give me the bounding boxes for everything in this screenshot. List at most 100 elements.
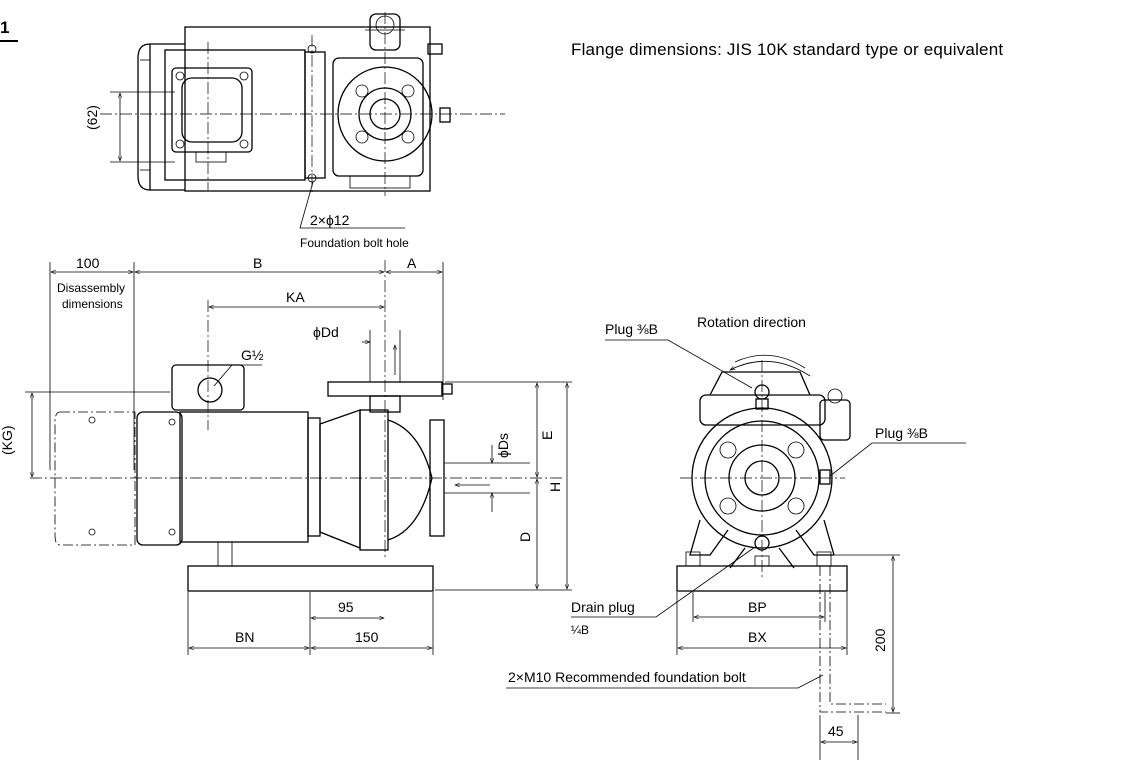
top-terminal-cover — [181, 77, 243, 143]
figure-number: 1 — [0, 18, 10, 37]
top-terminal-box — [171, 67, 253, 153]
front-foot-nut — [816, 551, 832, 567]
front-view: Plug ⅜B Rotation direction Plug ⅜B Drain… — [506, 314, 966, 760]
top-tb-screw — [175, 139, 185, 149]
drain-leader — [571, 546, 756, 618]
side-screw — [168, 528, 176, 536]
top-fan-cover — [137, 43, 185, 191]
plug-top: Plug ⅜B — [605, 321, 658, 337]
top-plug — [427, 43, 443, 55]
disassembly-label-1: Disassembly — [57, 281, 125, 295]
top-base-plate — [184, 26, 431, 192]
plug-right-leader — [829, 442, 966, 477]
conduit-size: G½ — [241, 347, 264, 363]
front-side-box — [819, 399, 851, 441]
front-foot-nut — [685, 551, 701, 567]
front-foot-nut — [754, 555, 770, 567]
top-pump-casing — [332, 57, 424, 177]
top-pump-foot — [349, 175, 411, 189]
top-flange-bolt — [355, 130, 369, 144]
side-discharge-neck — [369, 395, 401, 413]
dim-BN: BN — [235, 629, 254, 645]
front-leg — [689, 519, 729, 556]
dim-Ds: ϕDs — [495, 433, 511, 458]
front-plug-right — [819, 469, 831, 485]
top-discharge-cap — [375, 15, 395, 35]
dim-D: D — [517, 532, 533, 542]
top-flange-bore — [369, 98, 401, 130]
dim-KG: (KG) — [0, 425, 15, 455]
top-motor-body — [164, 49, 306, 181]
top-plug — [439, 107, 451, 123]
front-motor-top — [699, 394, 826, 426]
top-discharge-nozzle — [369, 13, 401, 51]
plug-top-leader — [605, 339, 753, 389]
top-view: (62) 2×ϕ12 Foundation bolt hole — [84, 12, 505, 250]
front-flange-boss — [728, 444, 796, 512]
dim-A: A — [407, 255, 417, 271]
top-tb-screw — [175, 71, 185, 81]
top-bolt-hole — [307, 44, 317, 54]
top-tb-screw — [239, 71, 249, 81]
front-flange-bolt — [787, 497, 805, 515]
side-screw — [168, 418, 176, 426]
side-terminal-box — [171, 364, 245, 411]
side-plug-top — [441, 383, 453, 395]
front-leg — [795, 519, 835, 556]
dim-Dd: ϕDd — [313, 324, 339, 340]
rotation-label: Rotation direction — [697, 314, 806, 330]
dim-62: (62) — [84, 105, 100, 130]
side-pump-bracket — [319, 409, 361, 549]
top-tb-screw — [239, 139, 249, 149]
front-flange-bolt — [787, 441, 805, 459]
side-suction-flange — [429, 419, 445, 537]
top-flange-bolt — [355, 84, 369, 98]
dim-45: 45 — [828, 723, 844, 739]
front-strut — [729, 547, 795, 569]
front-flange-bolt — [719, 441, 737, 459]
front-drain-plug — [754, 535, 770, 551]
dim-150: 150 — [355, 629, 379, 645]
dim-B: B — [253, 255, 262, 271]
dim-200: 200 — [872, 628, 888, 652]
phantom-screw — [88, 528, 96, 536]
conduit-leader — [213, 364, 262, 387]
bolt-hole-leader — [299, 181, 405, 229]
front-flange-bolt — [719, 497, 737, 515]
front-terminal-box — [709, 371, 811, 396]
side-motor-foot — [217, 541, 233, 567]
disassembly-label-2: dimensions — [62, 297, 123, 311]
front-flange — [704, 420, 820, 536]
disassembly-phantom — [54, 411, 136, 546]
rotation-arrow-outline — [734, 354, 806, 369]
side-volute — [387, 419, 433, 541]
bolt-rec-leader — [506, 674, 824, 689]
side-motor-flange — [307, 417, 321, 537]
top-motor-flange — [304, 51, 326, 179]
bolt-hole-label: Foundation bolt hole — [300, 236, 409, 250]
top-flange-bolt — [401, 130, 415, 144]
front-plug-top-neck — [755, 398, 769, 410]
drain-size: ¼B — [571, 623, 589, 637]
plug-right: Plug ⅜B — [875, 425, 928, 441]
side-fan-cover — [136, 411, 183, 546]
top-bolt-hole — [307, 173, 317, 183]
figure-number-underline — [0, 40, 18, 42]
flange-note: Flange dimensions: JIS 10K standard type… — [571, 40, 1004, 59]
rotation-arrow — [729, 360, 811, 377]
top-flange-bore-outer — [358, 87, 412, 141]
dim-95: 95 — [338, 599, 354, 615]
bolt-rec: 2×M10 Recommended foundation bolt — [508, 669, 746, 685]
front-flange-bore — [744, 460, 780, 496]
front-casing — [691, 407, 833, 549]
dim-KA: KA — [286, 289, 305, 305]
side-pump-casing — [359, 409, 389, 551]
dim-E: E — [539, 431, 555, 440]
bolt-hole-spec: 2×ϕ12 — [310, 212, 350, 228]
dim-100: 100 — [76, 255, 100, 271]
side-base-plate — [187, 565, 434, 592]
dim-H: H — [547, 482, 563, 492]
front-side-cap — [827, 388, 843, 404]
side-view: 100 Disassembly dimensions B A KA ϕDd G½… — [0, 255, 572, 655]
